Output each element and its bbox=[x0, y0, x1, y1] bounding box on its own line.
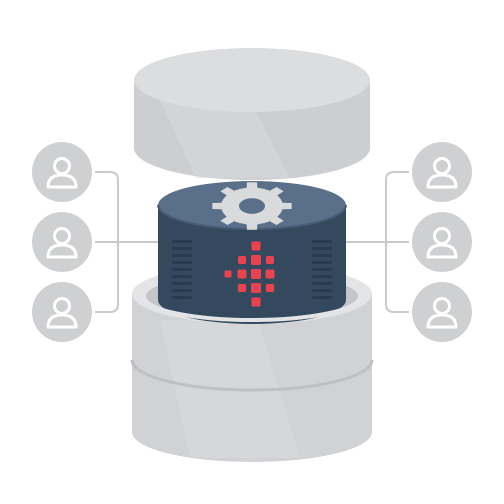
logo-pixel bbox=[265, 269, 275, 279]
vent-slot bbox=[172, 254, 192, 257]
user-avatar-right-1 bbox=[412, 142, 472, 202]
left-vent-grille bbox=[172, 240, 192, 299]
logo-pixel bbox=[251, 241, 261, 251]
lid-body-shine bbox=[160, 100, 290, 178]
vent-slot bbox=[312, 261, 332, 264]
logo-pixel bbox=[251, 283, 261, 293]
logo-pixel bbox=[237, 269, 247, 279]
vent-slot bbox=[312, 275, 332, 278]
logo-pixel bbox=[251, 297, 261, 307]
vent-slot bbox=[172, 275, 192, 278]
logo-pixel bbox=[224, 270, 232, 278]
vent-slot bbox=[312, 268, 332, 271]
vent-slot bbox=[172, 261, 192, 264]
vent-slot bbox=[172, 282, 192, 285]
connector-lines bbox=[95, 171, 409, 313]
gear-icon bbox=[212, 182, 292, 230]
user-icon bbox=[46, 157, 78, 189]
database-lid-cylinder bbox=[134, 48, 370, 180]
user-avatar-left-1 bbox=[32, 142, 92, 202]
logo-mark-icon bbox=[224, 241, 275, 307]
vent-slot bbox=[312, 289, 332, 292]
user-avatar-right-3 bbox=[412, 282, 472, 342]
vent-slot bbox=[172, 296, 192, 299]
user-icon bbox=[426, 227, 458, 259]
vent-slot bbox=[312, 240, 332, 243]
vent-slot bbox=[172, 240, 192, 243]
vent-slot bbox=[172, 268, 192, 271]
right-vent-grille bbox=[312, 240, 332, 299]
vent-slot bbox=[172, 247, 192, 250]
vent-slot bbox=[312, 247, 332, 250]
base-segment-line bbox=[130, 359, 374, 392]
users-left-group bbox=[32, 142, 92, 342]
logo-pixel bbox=[251, 269, 261, 279]
users-right-group bbox=[412, 142, 472, 342]
user-icon bbox=[46, 297, 78, 329]
left-connector-bracket bbox=[95, 171, 160, 313]
core-cylinder bbox=[146, 181, 358, 324]
base-front-lip bbox=[146, 296, 358, 322]
lid-top bbox=[134, 48, 370, 112]
logo-pixel bbox=[251, 255, 261, 265]
user-avatar-left-2 bbox=[32, 212, 92, 272]
logo-pixel bbox=[238, 284, 246, 292]
user-avatar-left-3 bbox=[32, 282, 92, 342]
logo-pixel bbox=[266, 256, 274, 264]
logo-pixel bbox=[266, 284, 274, 292]
user-icon bbox=[46, 227, 78, 259]
vent-slot bbox=[312, 282, 332, 285]
vent-slot bbox=[312, 254, 332, 257]
user-icon bbox=[426, 297, 458, 329]
user-icon bbox=[426, 157, 458, 189]
vent-slot bbox=[172, 289, 192, 292]
vent-slot bbox=[312, 296, 332, 299]
user-avatar-right-2 bbox=[412, 212, 472, 272]
logo-pixel bbox=[238, 256, 246, 264]
right-connector-bracket bbox=[344, 171, 409, 313]
